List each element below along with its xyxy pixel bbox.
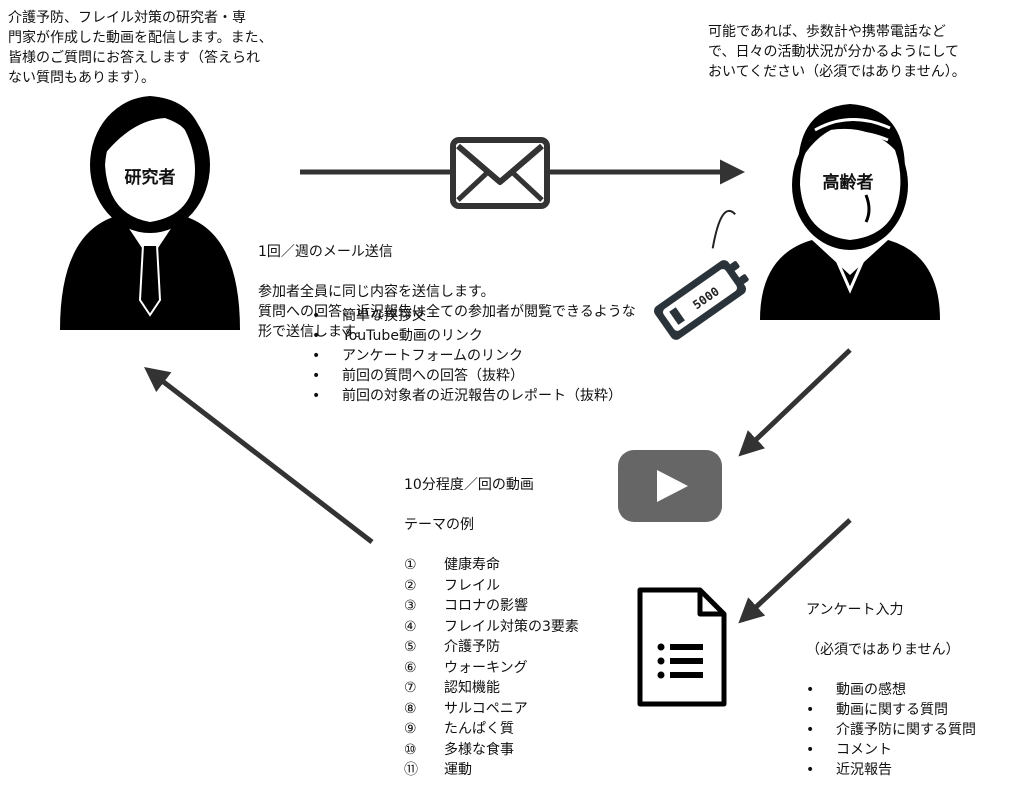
video-theme-label: コロナの影響	[444, 598, 528, 614]
video-theme-item: ⑪ 運動	[404, 760, 624, 781]
arrow-to-survey-form	[738, 518, 852, 624]
survey-heading: アンケート入力	[806, 602, 904, 618]
survey-item: 動画の感想	[806, 680, 1016, 700]
video-theme-item: ⑧ サルコペニア	[404, 699, 624, 720]
video-heading: 10分程度／回の動画	[404, 477, 534, 493]
video-theme-item: ⑦ 認知機能	[404, 678, 624, 699]
video-theme-number: ④	[404, 618, 417, 635]
mail-content-item: YouTube動画のリンク	[312, 326, 712, 346]
researcher-label: 研究者	[125, 167, 176, 188]
elderly-label: 高齢者	[823, 172, 874, 193]
survey-item: 動画に関する質問	[806, 700, 1016, 720]
arrow-elderly-to-video	[738, 348, 852, 457]
video-theme-item: ③ コロナの影響	[404, 596, 624, 617]
video-theme-item: ① 健康寿命	[404, 555, 624, 576]
video-block: 10分程度／回の動画 テーマの例 ① 健康寿命 ② フレイル ③ コロナの影響 ④ フレイル対…	[404, 455, 624, 801]
video-theme-label: ウォーキング	[444, 659, 528, 676]
survey-item-list: 動画の感想動画に関する質問介護予防に関する質問コメント近況報告	[806, 680, 1016, 780]
video-theme-label: 健康寿命	[444, 557, 500, 573]
mail-content-list: 簡単な挨拶文YouTube動画のリンクアンケートフォームのリンク前回の質問への回…	[312, 306, 712, 406]
mail-content-item: 前回の質問への回答（抜粋）	[312, 366, 712, 386]
video-theme-label: 運動	[444, 762, 472, 778]
envelope-icon	[450, 137, 550, 209]
video-theme-list: ① 健康寿命 ② フレイル ③ コロナの影響 ④ フレイル対策の3要素 ⑤ 介護予防 ⑥ ウォーキング…	[404, 555, 624, 781]
diagram-canvas: 研究者 高齢者 5000	[60, 96, 940, 707]
video-theme-item: ⑤ 介護予防	[404, 637, 624, 658]
video-theme-number: ③	[404, 598, 417, 614]
video-theme-item: ⑨ たんぱく質	[404, 719, 624, 740]
video-theme-number: ⑤	[404, 639, 417, 655]
video-theme-item: ⑩ 多様な食事	[404, 740, 624, 761]
arrow-feedback-to-researcher	[144, 366, 374, 544]
mail-content-item: 前回の対象者の近況報告のレポート（抜粋）	[312, 386, 712, 406]
video-theme-number: ⑨	[404, 721, 417, 737]
mail-heading: 1回／週のメール送信	[258, 244, 393, 260]
video-theme-label: たんぱく質	[444, 721, 514, 737]
video-theme-label: フレイル対策の3要素	[444, 618, 579, 635]
video-theme-label: 介護予防	[444, 639, 500, 655]
video-theme-number: ⑩	[404, 741, 417, 758]
video-theme-number: ⑥	[404, 659, 417, 676]
video-theme-number: ⑦	[404, 680, 417, 696]
video-theme-number: ①	[404, 557, 417, 573]
video-theme-item: ⑥ ウォーキング	[404, 658, 624, 679]
youtube-play-icon	[618, 450, 722, 522]
researcher-note: 介護予防、フレイル対策の研究者・専 門家が作成した動画を配信します。また、 皆様…	[8, 10, 273, 86]
survey-subheading: （必須ではありません）	[806, 642, 960, 658]
mail-content-item: 簡単な挨拶文	[312, 306, 712, 326]
video-theme-number: ⑪	[404, 762, 418, 778]
elderly-note: 可能であれば、歩数計や携帯電話など で、日々の活動状況が分かるようにして おいて…	[708, 24, 966, 80]
video-theme-label: 多様な食事	[444, 741, 514, 758]
video-theme-number: ⑧	[404, 700, 417, 717]
video-theme-item: ④ フレイル対策の3要素	[404, 617, 624, 638]
video-theme-label: フレイル	[444, 577, 500, 594]
researcher-figure	[60, 96, 240, 330]
document-list-icon	[637, 587, 727, 707]
video-subheading: テーマの例	[404, 517, 474, 533]
video-theme-label: 認知機能	[444, 680, 500, 696]
survey-block: アンケート入力 （必須ではありません） 動画の感想動画に関する質問介護予防に関す…	[806, 580, 1016, 800]
survey-item: コメント	[806, 740, 1016, 760]
survey-item: 介護予防に関する質問	[806, 720, 1016, 740]
video-theme-label: サルコペニア	[444, 700, 528, 717]
survey-item: 近況報告	[806, 760, 1016, 780]
mail-content-item: アンケートフォームのリンク	[312, 346, 712, 366]
video-theme-number: ②	[404, 577, 417, 594]
video-theme-item: ② フレイル	[404, 576, 624, 597]
elderly-figure	[760, 104, 940, 320]
